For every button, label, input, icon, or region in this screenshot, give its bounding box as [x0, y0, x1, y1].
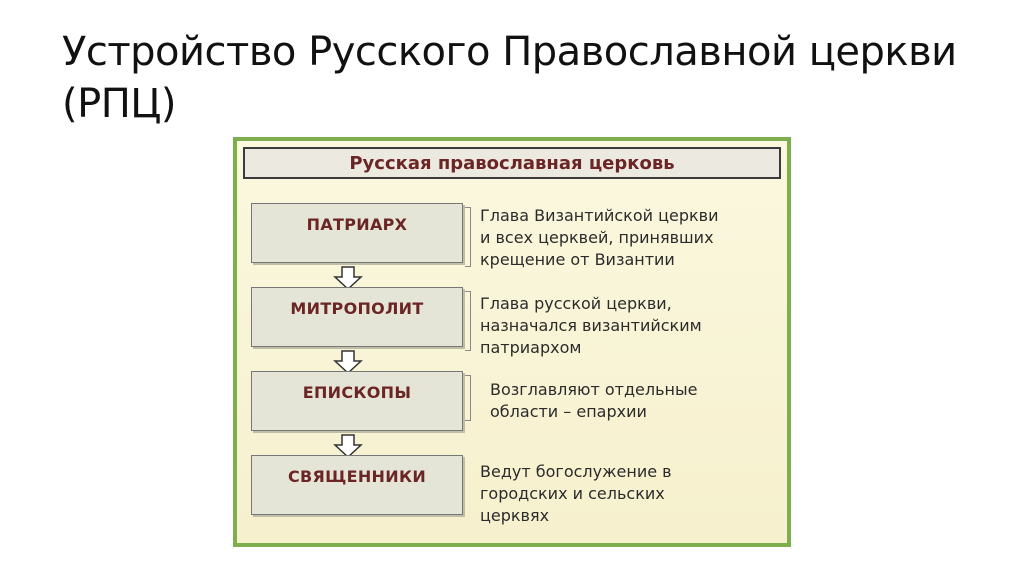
diagram-header: Русская православная церковь [243, 147, 781, 179]
hierarchy-diagram: Русская православная церковь ПАТРИАРХ Гл… [233, 137, 791, 547]
rank-box-bishops: ЕПИСКОПЫ [251, 371, 463, 431]
bracket-metropolitan [465, 291, 471, 351]
down-arrow-icon [333, 266, 363, 290]
rank-description-patriarch: Глава Византийской церкви и всех церквей… [480, 206, 719, 269]
rank-description-priests: Ведут богослужение в городских и сельски… [480, 462, 672, 525]
rank-box-patriarch: ПАТРИАРХ [251, 203, 463, 263]
rank-box-priests: СВЯЩЕННИКИ [251, 455, 463, 515]
down-arrow-icon [333, 350, 363, 374]
rank-box-metropolitan: МИТРОПОЛИТ [251, 287, 463, 347]
slide-title: Устройство Русского Православной церкви … [62, 26, 982, 130]
bracket-bishops [465, 375, 471, 421]
bracket-patriarch [465, 207, 471, 267]
rank-description-metropolitan: Глава русской церкви, назначался византи… [480, 294, 702, 357]
down-arrow-icon [333, 434, 363, 458]
rank-description-bishops: Возглавляют отдельные области – епархии [490, 380, 698, 421]
title-line-1: Устройство Русского Православной церкви [62, 29, 957, 75]
title-line-2: (РПЦ) [62, 81, 176, 127]
